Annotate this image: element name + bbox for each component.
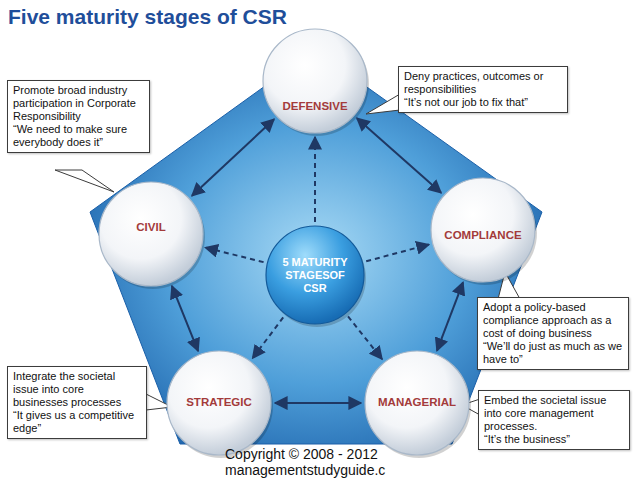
circle-shape [365, 351, 469, 455]
double-arrow [275, 402, 361, 404]
callout-box: Adopt a policy-based compliance approach… [477, 297, 629, 370]
callout-text: Integrate the societal issue into core b… [13, 370, 141, 409]
stage-circle: CIVIL [98, 181, 204, 287]
callout-box: Promote broad industry participation in … [7, 80, 150, 153]
center-circle: 5 MATURITY STAGESOF CSR [265, 225, 365, 325]
callout-text: Deny practices, outcomes or responsibili… [404, 70, 562, 96]
callout-text: Embed the societal issue into core manag… [484, 394, 624, 433]
circle-shape [263, 29, 367, 133]
double-arrow [192, 119, 274, 196]
dashed-arrow [253, 317, 284, 358]
callout-text: Promote broad industry participation in … [13, 84, 144, 123]
callout-box: Integrate the societal issue into core b… [7, 366, 147, 439]
stage-name: MANAGERIAL [364, 396, 470, 408]
dashed-arrow [348, 316, 382, 359]
copyright-note: Copyright © 2008 - 2012 managementstudyg… [225, 446, 403, 478]
callout-box: Embed the societal issue into core manag… [478, 390, 630, 450]
callout-quote: “We’ll do just as much as we have to” [483, 340, 623, 366]
stage-circle: COMPLIANCE [430, 177, 536, 283]
callout-quote: “We need to make sure everybody does it” [13, 123, 144, 149]
stage-circle: MANAGERIAL [364, 350, 470, 456]
dashed-arrow [205, 248, 263, 263]
callout-text: Adopt a policy-based compliance approach… [483, 301, 623, 340]
dashed-arrow [314, 137, 316, 222]
circle-shape [99, 182, 203, 286]
circle-shape [266, 226, 364, 324]
stage-name: COMPLIANCE [430, 229, 536, 241]
dashed-arrow [366, 244, 429, 261]
circle-outline [262, 28, 368, 134]
stage-name: DEFENSIVE [262, 100, 368, 112]
stage-circle: STRATEGIC [166, 350, 272, 456]
center-label: 5 MATURITY STAGESOF CSR [279, 256, 351, 295]
slide-title: Five maturity stages of CSR [8, 5, 287, 29]
callout-quote: “It’s the business” [484, 433, 624, 446]
callout-quote: “It’s not our job to fix that” [404, 96, 562, 109]
callout-pointer [55, 170, 114, 192]
callout-pointer [366, 94, 400, 114]
circle-outline [98, 181, 204, 287]
double-arrow [172, 286, 198, 351]
stage-name: CIVIL [98, 221, 204, 233]
double-arrow [437, 282, 463, 350]
callout-quote: “It gives us a competitive edge” [13, 409, 141, 435]
double-arrow [357, 118, 441, 193]
stage-circle: DEFENSIVE [262, 28, 368, 134]
callout-box: Deny practices, outcomes or responsibili… [398, 66, 568, 113]
circle-shape [167, 351, 271, 455]
circle-shape [431, 178, 535, 282]
stage-name: STRATEGIC [166, 396, 272, 408]
